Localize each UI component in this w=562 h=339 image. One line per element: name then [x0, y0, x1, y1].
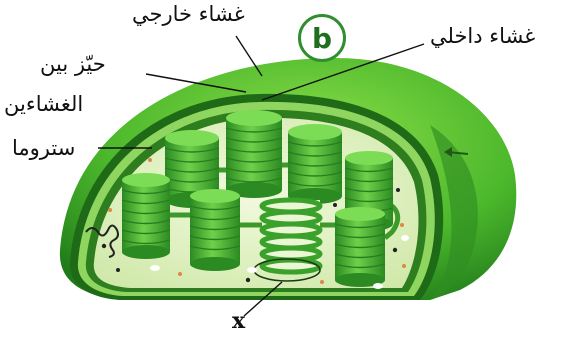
- label-x-pointer: x: [232, 310, 245, 332]
- granum-stack: [335, 207, 385, 287]
- label-intermembrane-line2: الغشاءين: [4, 94, 83, 115]
- label-intermembrane-line1: حيّز بين: [40, 54, 106, 75]
- label-outer-membrane: غشاء خارجي: [132, 4, 245, 25]
- granum-stack: [288, 124, 342, 204]
- label-inner-membrane: غشاء داخلي: [430, 26, 535, 47]
- granum-stack: [226, 110, 282, 198]
- granum-stack: [190, 189, 240, 271]
- label-stroma: ستروما: [12, 138, 75, 159]
- figure-letter-badge: b: [298, 14, 346, 62]
- granum-stack: [122, 173, 170, 259]
- thylakoid-ring-stack: [254, 200, 320, 281]
